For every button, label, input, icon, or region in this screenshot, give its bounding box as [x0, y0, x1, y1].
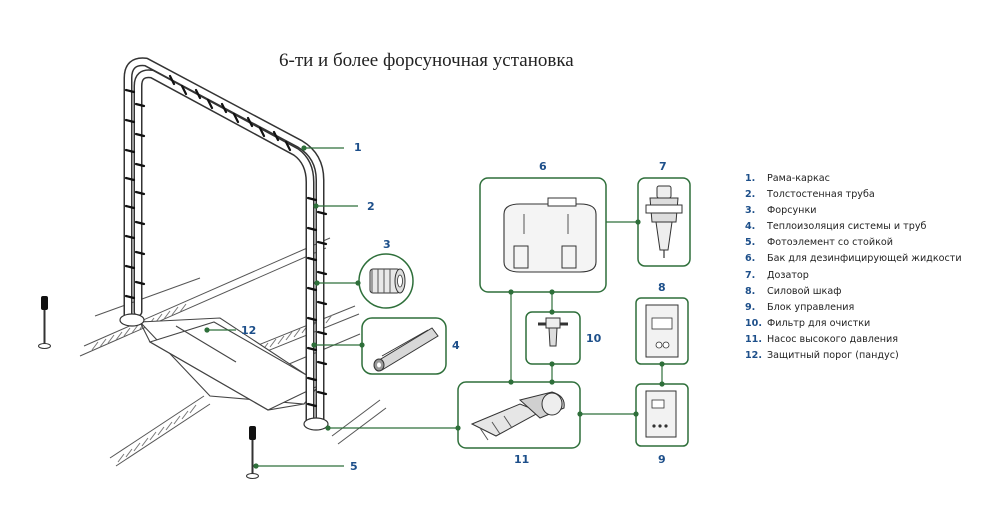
callout-8: 8 — [658, 281, 666, 294]
legend-item: 5.Фотоэлемент со стойкой — [745, 237, 893, 249]
callout-1: 1 — [354, 141, 362, 154]
ground-hatching — [91, 303, 333, 463]
doser-box — [637, 177, 691, 267]
callout-7: 7 — [659, 160, 667, 173]
callout-11: 11 — [514, 453, 530, 466]
filter-box — [525, 311, 581, 365]
ground-strips — [79, 237, 387, 467]
legend-item: 1.Рама-каркас — [745, 173, 830, 184]
callout-3: 3 — [383, 238, 391, 251]
diagram-title: 6-ти и более форсуночная установка — [279, 50, 574, 71]
callout-10: 10 — [586, 332, 602, 345]
control-unit-box — [635, 383, 689, 447]
threshold-ramp — [138, 317, 324, 411]
legend-item: 9.Блок управления — [745, 301, 855, 313]
pump-box — [457, 381, 581, 449]
callout-9: 9 — [658, 453, 666, 466]
frame-nozzles — [124, 74, 328, 408]
callout-2: 2 — [367, 200, 375, 213]
callout-6: 6 — [539, 160, 547, 173]
legend-item: 4.Теплоизоляция системы и труб — [745, 221, 927, 233]
legend-item: 11.Насос высокого давления — [745, 333, 899, 345]
connection-lines — [207, 147, 663, 467]
arch-base — [119, 313, 329, 431]
legend-item: 12.Защитный порог (пандус) — [745, 350, 899, 362]
callout-4: 4 — [452, 339, 460, 352]
power-cabinet-box — [635, 297, 689, 365]
connection-dots — [204, 145, 665, 469]
insulation-detail — [361, 317, 447, 375]
legend-item: 3.Форсунки — [745, 205, 817, 217]
arch-frame — [123, 57, 325, 425]
photocell-post-right — [246, 426, 259, 479]
tank-box — [479, 177, 607, 293]
legend-item: 8.Силовой шкаф — [745, 285, 842, 297]
legend-item: 2.Толстостенная труба — [745, 189, 875, 201]
legend-list: 1.Рама-каркас 2.Толстостенная труба 3.Фо… — [745, 171, 962, 364]
legend-item: 6.Бак для дезинфицирующей жидкости — [745, 253, 962, 265]
callout-12: 12 — [241, 324, 257, 337]
nozzle-detail — [358, 253, 414, 309]
callout-5: 5 — [350, 460, 358, 473]
photocell-post-left — [38, 296, 51, 349]
legend-item: 10.Фильтр для очистки — [745, 317, 871, 329]
legend-item: 7.Дозатор — [745, 269, 809, 281]
